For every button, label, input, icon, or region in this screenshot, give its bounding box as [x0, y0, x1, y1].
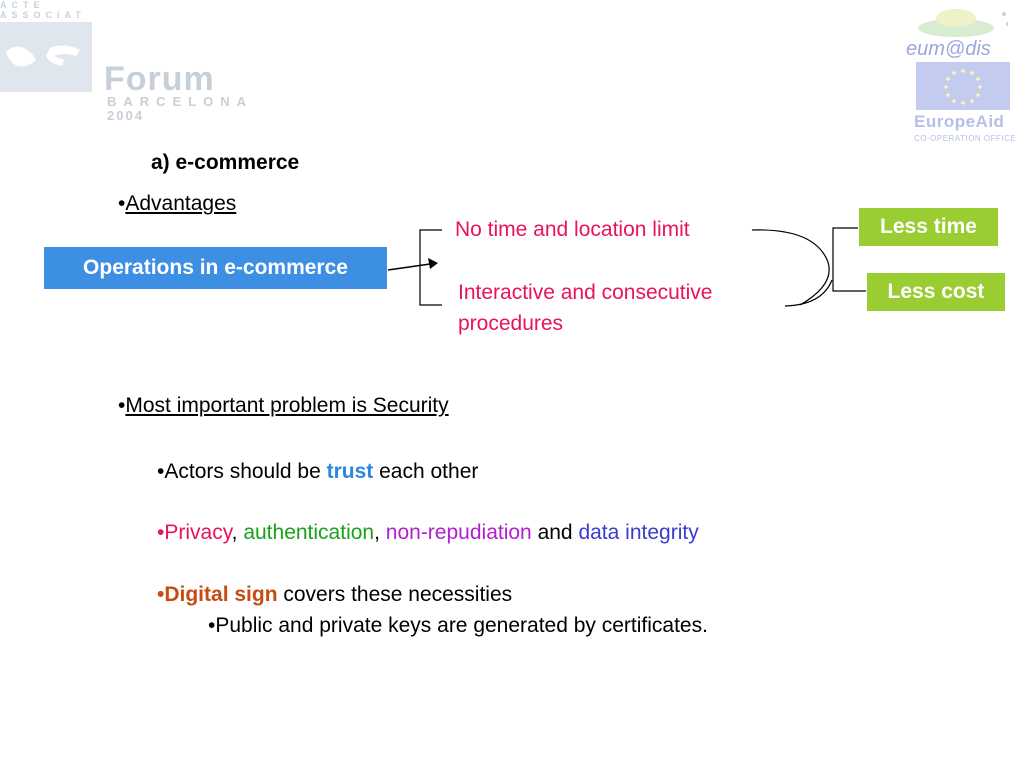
eu-flag-icon: [916, 62, 1010, 110]
advantages-label: Advantages: [125, 192, 237, 215]
authentication-word: authentication: [243, 521, 375, 544]
digital-sign-line: •Digital sign covers these necessities: [157, 583, 512, 607]
cooperation-office-text: CO-OPERATION OFFICE: [914, 134, 1017, 143]
logo-year-text: 2004: [107, 108, 144, 123]
security-heading: •Most important problem is Security: [118, 394, 449, 418]
sun-landscape-icon: [918, 9, 1008, 37]
left-bracket: [419, 229, 442, 306]
comma: ,: [231, 521, 244, 544]
digital-post: covers these necessities: [277, 583, 513, 606]
security-properties-line: •Privacy, authentication, non-repudiatio…: [157, 521, 699, 545]
right-curve-bottom: [784, 279, 833, 307]
result-bracket: [832, 227, 866, 292]
logo-line-acte: ACTE: [0, 0, 45, 10]
hands-icon: [6, 45, 80, 67]
page-title: a) e-commerce: [151, 151, 300, 174]
privacy-bullet: •: [157, 521, 165, 544]
logo-city-text: BARCELONA: [107, 94, 254, 109]
eumedis-logo: eum@dis: [900, 4, 1020, 64]
right-curve-top: [751, 229, 830, 306]
advantages-heading: •Advantages: [118, 192, 236, 216]
privacy-word: Privacy: [164, 521, 232, 544]
less-cost-box: Less cost: [867, 273, 1005, 311]
logo-forum-text: Forum: [104, 60, 215, 98]
bullet: •: [118, 394, 126, 417]
actors-post: each other: [373, 460, 479, 483]
actors-line: •Actors should be trust each other: [157, 460, 478, 484]
less-time-box: Less time: [859, 208, 998, 246]
and-word: and: [531, 521, 579, 544]
non-repudiation-word: non-repudiation: [385, 521, 532, 544]
keys-line: •Public and private keys are generated b…: [208, 614, 708, 637]
eumedis-text: eum@dis: [906, 38, 991, 60]
arrow-line: [387, 263, 431, 271]
security-label: Most important problem is Security: [125, 394, 449, 417]
actors-pre: •Actors should be: [157, 460, 327, 483]
forum-logo: ACTE ASSOCIAT Forum BARCELONA 2004: [0, 0, 290, 125]
operations-box: Operations in e-commerce: [44, 247, 387, 289]
digital-sign-word: Digital sign: [164, 583, 278, 606]
interactive-text-line2: procedures: [458, 312, 564, 335]
eu-stars-icon: [944, 69, 982, 105]
interactive-text-line1: Interactive and consecutive: [458, 281, 713, 304]
digital-bullet: •: [157, 583, 165, 606]
europeaid-text: EuropeAid: [914, 112, 1005, 131]
data-integrity-word: data integrity: [578, 521, 699, 544]
arrow-head-icon: [428, 258, 438, 269]
bullet: •: [118, 192, 126, 215]
comma: ,: [374, 521, 386, 544]
logo-line-associat: ASSOCIAT: [0, 10, 86, 20]
trust-word: trust: [326, 460, 374, 483]
no-time-limit-text: No time and location limit: [455, 218, 690, 241]
logo-graphic-icon: [0, 22, 92, 92]
